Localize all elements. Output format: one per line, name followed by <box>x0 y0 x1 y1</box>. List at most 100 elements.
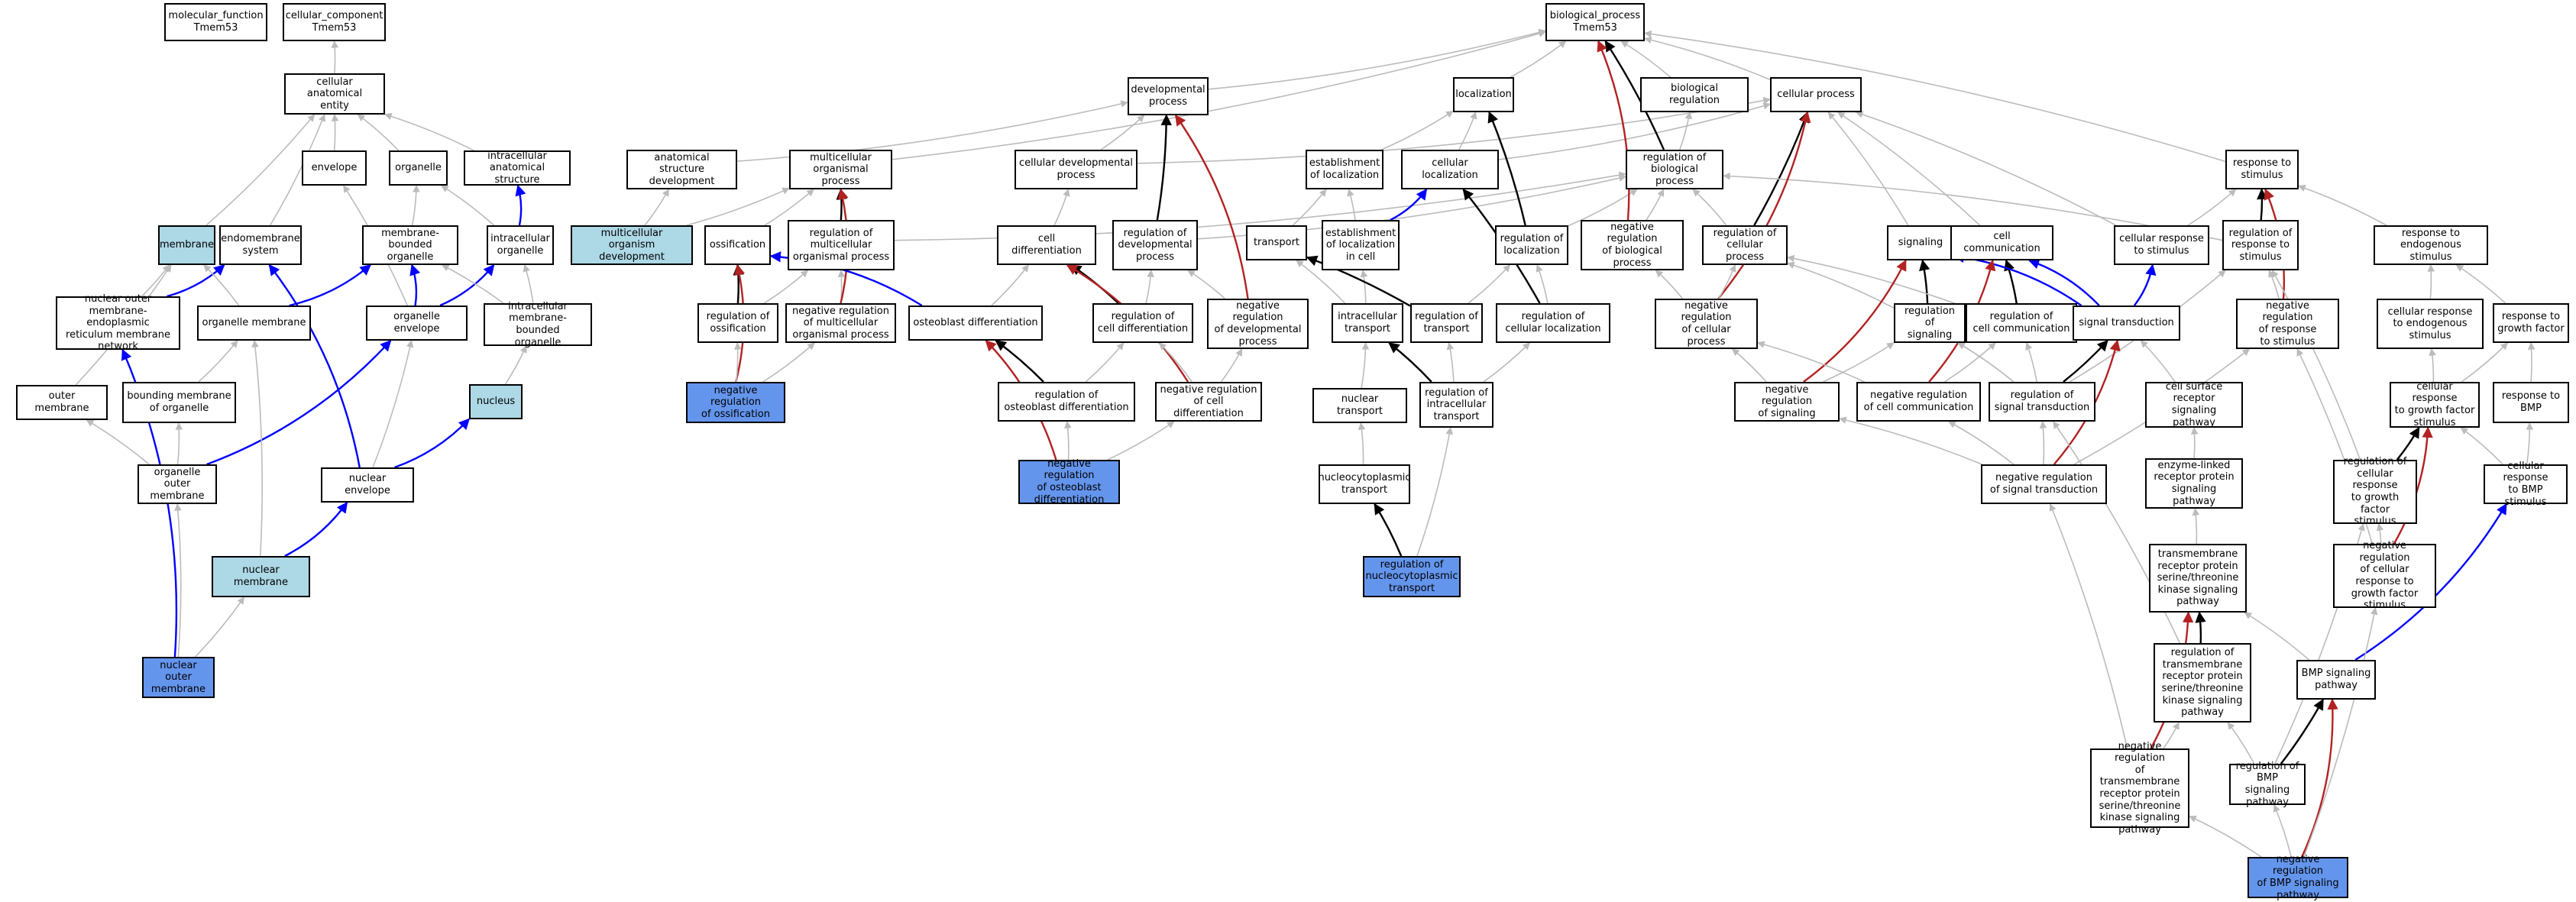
go-term-biological-process[interactable]: biological_process Tmem53 <box>1545 3 1645 41</box>
go-term-anatomical-structure-development[interactable]: anatomical structure development <box>626 150 737 189</box>
go-term-cell-communication[interactable]: cell communication <box>1950 225 2053 260</box>
go-term-intracellular-transport[interactable]: intracellular transport <box>1332 303 1403 343</box>
go-term-neg-reg-cell-differentiation[interactable]: negative regulation of cell differentiat… <box>1155 382 1262 422</box>
go-term-multicellular-organismal-process[interactable]: multicellular organismal process <box>789 150 892 189</box>
go-term-reg-localization[interactable]: regulation of localization <box>1495 225 1568 265</box>
go-term-reg-ossification[interactable]: regulation of ossification <box>697 303 778 343</box>
go-term-ossification[interactable]: ossification <box>704 225 771 265</box>
go-term-transport[interactable]: transport <box>1246 225 1307 260</box>
go-term-nucleus[interactable]: nucleus <box>469 384 523 419</box>
go-term-neg-reg-osteoblast-differentiation[interactable]: negative regulation of osteoblast differ… <box>1018 458 1120 506</box>
go-term-nucleocytoplasmic-transport[interactable]: nucleocytoplasmic transport <box>1318 464 1411 504</box>
go-term-neg-reg-bmp-signaling-pathway[interactable]: negative regulation of BMP signaling pat… <box>2248 854 2348 901</box>
go-term-cellular-response-to-stimulus[interactable]: cellular response to stimulus <box>2114 225 2209 265</box>
go-term-enzyme-linked-receptor-protein-signaling-pathway[interactable]: enzyme-linked receptor protein signaling… <box>2145 458 2243 509</box>
go-term-membrane-bounded-organelle[interactable]: membrane-bounded organelle <box>362 225 458 265</box>
go-term-reg-response-to-stimulus[interactable]: regulation of response to stimulus <box>2222 220 2299 270</box>
edge-reg-bmp-signaling-pathway-to-reg-transmembrane-receptor-ser-thr-kinase-pathway <box>2227 722 2255 765</box>
go-term-neg-reg-cellular-response-to-growth-factor-stimulus[interactable]: negative regulation of cellular response… <box>2333 540 2436 611</box>
go-term-neg-reg-multicellular-organismal-process[interactable]: negative regulation of multicellular org… <box>785 303 896 343</box>
go-term-cellular-response-to-bmp-stimulus[interactable]: cellular response to BMP stimulus <box>2484 461 2568 508</box>
go-term-reg-cellular-process[interactable]: regulation of cellular process <box>1702 225 1788 265</box>
go-term-response-to-bmp[interactable]: response to BMP <box>2493 382 2569 423</box>
go-term-cellular-developmental-process[interactable]: cellular developmental process <box>1015 150 1138 189</box>
go-term-nuclear-membrane[interactable]: nuclear membrane <box>212 556 310 597</box>
edge-cellular-response-to-stimulus-to-cellular-process <box>1855 111 2117 226</box>
go-term-envelope[interactable]: envelope <box>302 150 367 186</box>
go-term-molecular-function[interactable]: molecular_function Tmem53 <box>164 3 267 41</box>
go-term-neg-reg-cell-communication[interactable]: negative regulation of cell communicatio… <box>1856 382 1981 422</box>
go-term-intracellular-anatomical-structure[interactable]: intracellular anatomical structure <box>464 150 571 186</box>
go-term-neg-reg-developmental-process[interactable]: negative regulation of developmental pro… <box>1207 299 1309 349</box>
go-term-organelle[interactable]: organelle <box>389 150 448 186</box>
go-term-signaling[interactable]: signaling <box>1887 225 1954 260</box>
go-term-bounding-membrane[interactable]: bounding membrane of organelle <box>122 382 236 423</box>
go-term-signal-transduction[interactable]: signal transduction <box>2073 306 2180 341</box>
edge-neg-reg-biological-process-to-biological-process <box>1597 40 1630 221</box>
go-term-outer-membrane[interactable]: outer membrane <box>16 385 108 420</box>
go-term-organelle-envelope[interactable]: organelle envelope <box>366 306 468 341</box>
go-term-cellular-anatomical-entity[interactable]: cellular anatomical entity <box>284 73 385 115</box>
go-term-cell-differentiation[interactable]: cell differentiation <box>997 225 1096 265</box>
go-term-organelle-outer-membrane[interactable]: organelle outer membrane <box>138 464 217 504</box>
go-term-reg-cellular-localization[interactable]: regulation of cellular localization <box>1496 303 1610 343</box>
go-term-nuclear-outer-membrane-er-network[interactable]: nuclear outer membrane-endoplasmic retic… <box>56 293 180 352</box>
go-term-neg-reg-transmembrane-receptor-ser-thr-kinase-pathway[interactable]: negative regulation of transmembrane rec… <box>2090 741 2189 836</box>
edge-multicellular-organism-development-to-multicellular-organismal-process <box>686 187 790 226</box>
go-term-response-to-growth-factor[interactable]: response to growth factor <box>2493 303 2569 343</box>
go-term-membrane[interactable]: membrane <box>158 225 215 265</box>
go-term-cellular-response-to-growth-factor-stimulus[interactable]: cellular response to growth factor stimu… <box>2390 381 2480 428</box>
go-term-transmembrane-receptor-ser-thr-kinase-pathway[interactable]: transmembrane receptor protein serine/th… <box>2149 544 2247 613</box>
go-term-reg-developmental-process[interactable]: regulation of developmental process <box>1112 220 1198 270</box>
go-term-reg-signaling[interactable]: regulation of signaling <box>1894 303 1966 343</box>
go-term-reg-cellular-response-to-growth-factor-stimulus[interactable]: regulation of cellular response to growt… <box>2333 456 2417 527</box>
go-term-cellular-process[interactable]: cellular process <box>1770 77 1862 112</box>
go-term-neg-reg-signal-transduction[interactable]: negative regulation of signal transducti… <box>1981 464 2107 504</box>
go-term-cell-surface-receptor-signaling-pathway[interactable]: cell surface receptor signaling pathway <box>2145 381 2243 428</box>
go-term-response-to-stimulus[interactable]: response to stimulus <box>2225 150 2299 189</box>
go-term-developmental-process[interactable]: developmental process <box>1128 77 1209 115</box>
go-term-reg-biological-process[interactable]: regulation of biological process <box>1626 150 1723 189</box>
go-term-response-to-endogenous-stimulus[interactable]: response to endogenous stimulus <box>2374 225 2488 265</box>
go-term-reg-transmembrane-receptor-ser-thr-kinase-pathway[interactable]: regulation of transmembrane receptor pro… <box>2154 643 2251 723</box>
edge-response-to-stimulus-to-biological-process <box>1644 30 2226 163</box>
go-term-neg-reg-biological-process[interactable]: negative regulation of biological proces… <box>1581 220 1684 270</box>
go-term-reg-bmp-signaling-pathway[interactable]: regulation of BMP signaling pathway <box>2229 761 2306 808</box>
go-term-reg-cell-communication[interactable]: regulation of cell communication <box>1966 303 2077 343</box>
go-term-cellular-response-to-endogenous-stimulus[interactable]: cellular response to endogenous stimulus <box>2377 299 2484 349</box>
edge-intracellular-mb-organelle-to-membrane-bounded-organelle <box>441 264 504 304</box>
go-term-reg-intracellular-transport[interactable]: regulation of intracellular transport <box>1419 382 1493 428</box>
go-term-reg-transport[interactable]: regulation of transport <box>1410 303 1483 343</box>
go-term-bmp-signaling-pathway[interactable]: BMP signaling pathway <box>2296 660 2376 700</box>
edge-membrane-bounded-organelle-to-organelle <box>411 185 420 226</box>
go-term-reg-multicellular-organismal-process[interactable]: regulation of multicellular organismal p… <box>788 220 895 270</box>
go-term-neg-reg-response-to-stimulus[interactable]: negative regulation of response to stimu… <box>2236 299 2339 349</box>
edge-intracellular-organelle-to-organelle <box>441 185 495 226</box>
go-term-cellular-localization[interactable]: cellular localization <box>1401 150 1499 189</box>
go-term-neg-reg-ossification[interactable]: negative regulation of ossification <box>686 382 785 423</box>
go-term-localization[interactable]: localization <box>1453 77 1514 112</box>
go-term-reg-cell-differentiation[interactable]: regulation of cell differentiation <box>1092 303 1193 343</box>
go-term-nuclear-envelope[interactable]: nuclear envelope <box>321 467 414 503</box>
go-term-establishment-of-localization-in-cell[interactable]: establishment of localization in cell <box>1322 220 1400 270</box>
go-term-cellular-component[interactable]: cellular_component Tmem53 <box>283 3 386 41</box>
edge-reg-transport-to-transport <box>1306 255 1411 307</box>
go-term-nuclear-outer-membrane[interactable]: nuclear outer membrane <box>142 657 215 698</box>
go-term-neg-reg-signaling[interactable]: negative regulation of signaling <box>1734 382 1840 422</box>
go-term-reg-osteoblast-differentiation[interactable]: regulation of osteoblast differentiation <box>998 382 1135 422</box>
go-term-intracellular-organelle[interactable]: intracellular organelle <box>487 225 554 265</box>
go-term-osteoblast-differentiation[interactable]: osteoblast differentiation <box>908 306 1043 341</box>
edge-nuclear-transport-to-intracellular-transport <box>1361 342 1370 389</box>
go-term-organelle-membrane[interactable]: organelle membrane <box>197 306 311 341</box>
go-term-biological-regulation[interactable]: biological regulation <box>1640 77 1749 112</box>
edge-multicellular-organismal-process-to-biological-process <box>892 30 1546 160</box>
edge-reg-transmembrane-receptor-ser-thr-kinase-pathway-to-transmembrane-receptor-ser-thr-kinase-pathway <box>2195 611 2206 644</box>
go-term-intracellular-mb-organelle[interactable]: intracellular membrane-bounded organelle <box>484 301 592 348</box>
go-term-neg-reg-cellular-process[interactable]: negative regulation of cellular process <box>1655 299 1758 349</box>
go-term-endomembrane-system[interactable]: endomembrane system <box>219 225 302 265</box>
go-term-nuclear-transport[interactable]: nuclear transport <box>1312 388 1407 423</box>
go-term-establishment-of-localization[interactable]: establishment of localization <box>1306 150 1383 189</box>
go-term-multicellular-organism-development[interactable]: multicellular organism development <box>571 225 693 265</box>
go-term-reg-signal-transduction[interactable]: regulation of signal transduction <box>1989 382 2095 422</box>
go-term-reg-nucleocytoplasmic-transport[interactable]: regulation of nucleocytoplasmic transpor… <box>1363 556 1461 597</box>
